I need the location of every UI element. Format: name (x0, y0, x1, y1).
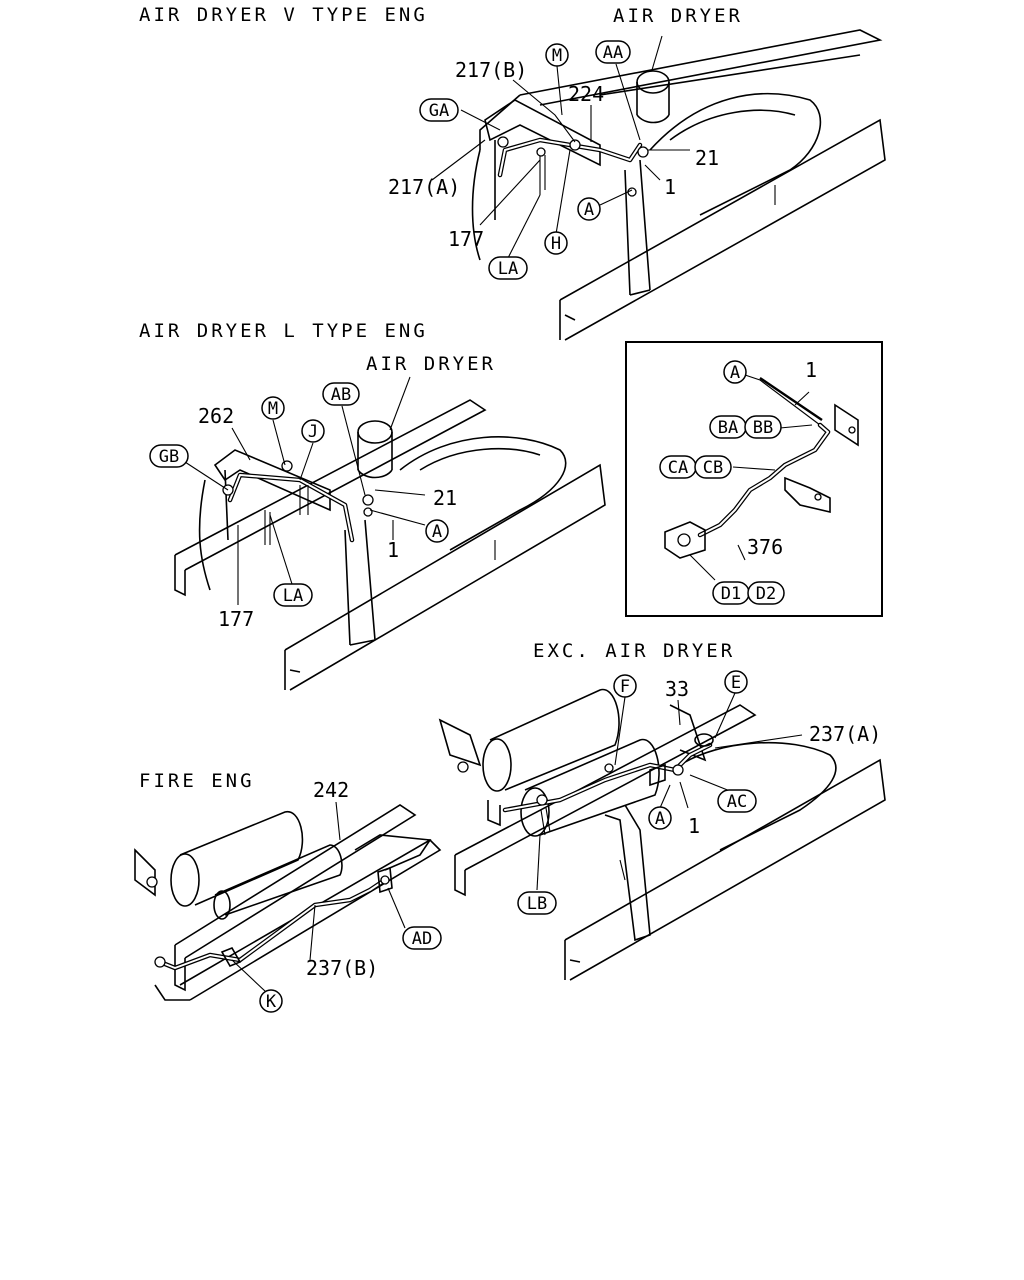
code-tag: LA (273, 583, 313, 607)
code-tag: A (577, 197, 601, 221)
svg-text:K: K (266, 992, 277, 1012)
part-number: 262 (198, 404, 234, 428)
part-number: 237(B) (306, 956, 378, 980)
part-number: 1 (664, 175, 676, 199)
svg-text:LB: LB (527, 894, 547, 914)
code-tag: D2 (747, 581, 785, 605)
leaders-l-type (184, 405, 426, 605)
section-fire-eng: FIRE ENG (134, 770, 442, 1013)
svg-text:AD: AD (412, 929, 432, 949)
code-tag: GA (419, 98, 459, 122)
svg-text:M: M (552, 46, 562, 66)
air-dryer-v-type (636, 35, 670, 124)
part-number: 21 (433, 486, 457, 510)
bracket-pipes-v-type (484, 99, 649, 197)
part-number: 33 (665, 677, 689, 701)
leaders-fire (231, 801, 406, 993)
code-tag: J (301, 419, 325, 443)
code-tag: AB (322, 382, 360, 406)
part-number: 1 (688, 814, 700, 838)
code-tag: BB (744, 415, 782, 439)
svg-text:CB: CB (703, 458, 723, 478)
svg-text:GA: GA (429, 101, 449, 121)
frame-rail-exc (438, 704, 886, 981)
svg-text:LA: LA (498, 259, 518, 279)
code-tag: H (544, 231, 568, 255)
code-tag: BA (709, 415, 747, 439)
air-tank-exc (457, 688, 660, 837)
air-tank-fire (146, 811, 343, 920)
svg-text:GB: GB (159, 447, 179, 467)
svg-text:AA: AA (603, 43, 623, 63)
part-number: 237(A) (809, 722, 881, 746)
code-tag: GB (149, 444, 189, 468)
code-tag: A (425, 519, 449, 543)
part-number: 217(A) (388, 175, 460, 199)
section-title-l-type: AIR DRYER L TYPE ENG (139, 320, 428, 342)
code-tag: K (259, 989, 283, 1013)
section-title-exc: EXC. AIR DRYER (533, 640, 735, 662)
air-dryer-label-v-type: AIR DRYER (613, 5, 743, 27)
code-tag: AC (717, 789, 757, 813)
code-tag: A (648, 806, 672, 830)
svg-text:AC: AC (727, 792, 747, 812)
leaders-v-type (431, 63, 690, 259)
code-tag: D1 (712, 581, 750, 605)
svg-text:A: A (730, 363, 740, 383)
svg-text:H: H (551, 234, 561, 254)
air-dryer-l-type (357, 376, 411, 479)
svg-text:D1: D1 (721, 584, 741, 604)
pipes-exc (502, 733, 714, 836)
bracket-pipes-l-type (213, 449, 374, 545)
part-number: 21 (695, 146, 719, 170)
part-number: 177 (448, 227, 484, 251)
part-number: 376 (747, 535, 783, 559)
pipes-fire (154, 866, 393, 971)
section-title-v-type: AIR DRYER V TYPE ENG (139, 4, 428, 26)
part-number: 224 (568, 82, 604, 106)
section-title-fire: FIRE ENG (139, 770, 255, 792)
svg-text:J: J (308, 422, 318, 442)
svg-text:LA: LA (283, 586, 303, 606)
frame-rail-l-type (174, 399, 606, 691)
code-tag: LB (517, 891, 557, 915)
leaders-exc (536, 692, 803, 891)
air-dryer-label-l-type: AIR DRYER (366, 353, 496, 375)
code-tag: M (545, 43, 569, 67)
code-tag: CB (694, 455, 732, 479)
section-air-dryer-v-type: AIR DRYER V TYPE ENG AIR DRYER (139, 4, 886, 341)
detail-inset: 1 376 A BA BB CA CB D1 D2 (625, 341, 883, 617)
svg-text:A: A (584, 200, 594, 220)
svg-text:A: A (655, 809, 665, 829)
code-tag: E (724, 670, 748, 694)
section-exc-air-dryer: EXC. AIR DRYER (438, 640, 886, 981)
part-number: 217(B) (455, 58, 527, 82)
svg-text:A: A (432, 522, 442, 542)
code-tag: A (723, 360, 747, 384)
code-tag: CA (659, 455, 697, 479)
part-number: 242 (313, 778, 349, 802)
svg-text:BA: BA (718, 418, 738, 438)
part-number: 1 (387, 538, 399, 562)
section-air-dryer-l-type: AIR DRYER L TYPE ENG AIR DRYER (139, 320, 606, 691)
code-tag: AA (595, 40, 631, 64)
code-tag: M (261, 396, 285, 420)
code-tag: LA (488, 256, 528, 280)
svg-text:F: F (620, 677, 630, 697)
frame-rail-v-type (471, 29, 886, 341)
code-tag: AD (402, 926, 442, 950)
svg-text:AB: AB (331, 385, 351, 405)
code-tag: F (613, 674, 637, 698)
part-number: 1 (805, 358, 817, 382)
svg-text:D2: D2 (756, 584, 776, 604)
svg-text:CA: CA (668, 458, 688, 478)
part-number: 177 (218, 607, 254, 631)
svg-text:E: E (731, 673, 741, 693)
svg-text:BB: BB (753, 418, 773, 438)
svg-text:M: M (268, 399, 278, 419)
